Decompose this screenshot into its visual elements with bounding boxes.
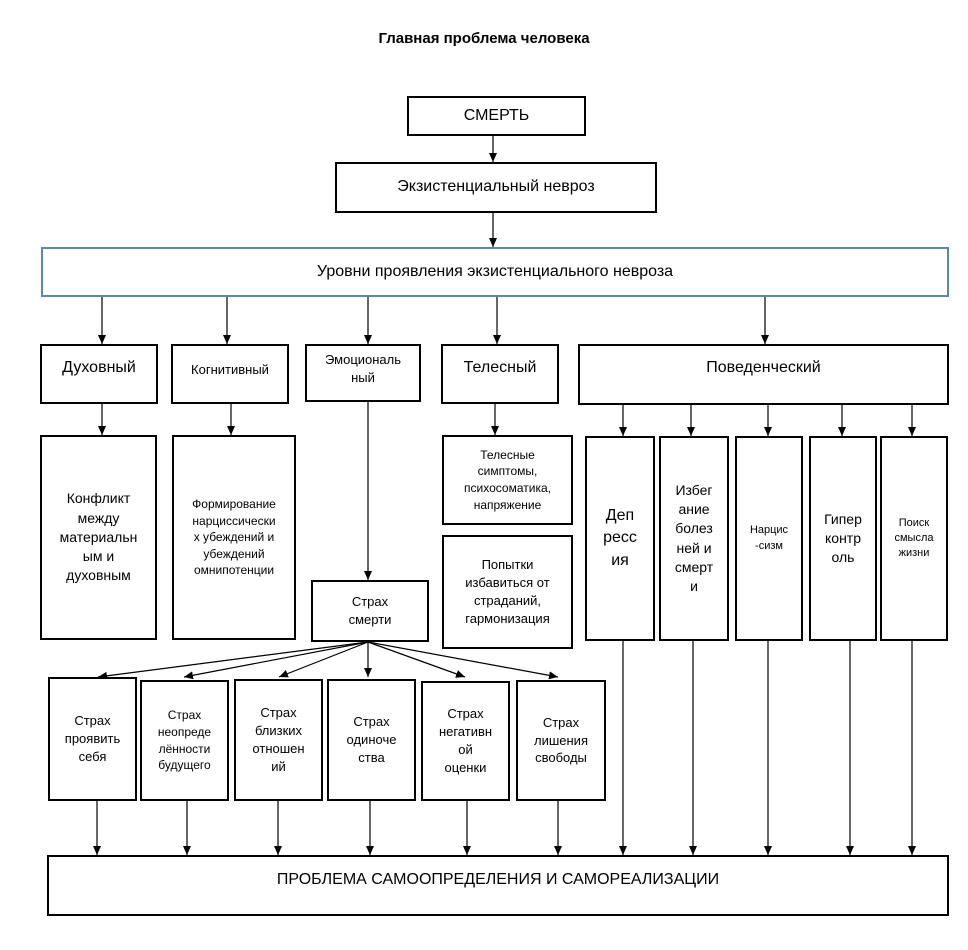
node-fear-freedom: Страх лишения свободы bbox=[516, 680, 606, 801]
node-fear-close: Страх близких отношен ий bbox=[234, 679, 323, 801]
node-behavioral: Поведенческий bbox=[578, 344, 949, 405]
node-attempts: Попытки избавиться от страданий, гармони… bbox=[442, 535, 573, 649]
edge-fear-death-future bbox=[183, 641, 369, 680]
diagram-title: Главная проблема человека bbox=[378, 30, 590, 47]
node-death: СМЕРТЬ bbox=[407, 96, 586, 136]
node-depression: Деп ресс ия bbox=[585, 436, 655, 641]
node-fear-neg: Страх негативн ой оценки bbox=[421, 681, 510, 801]
node-levels: Уровни проявления экзистенциального невр… bbox=[41, 247, 949, 297]
node-cognitive: Когнитивный bbox=[171, 344, 289, 404]
edge-fear-death-self bbox=[97, 641, 369, 680]
node-emotional: Эмоциональ ный bbox=[305, 344, 421, 402]
node-meaning: Поиск смысла жизни bbox=[880, 436, 948, 641]
node-fear-lonely: Страх одиноче ства bbox=[327, 679, 416, 801]
node-avoid: Избег ание болез ней и смерт и bbox=[659, 436, 729, 641]
node-neurosis: Экзистенциальный невроз bbox=[335, 162, 657, 213]
node-body-symptoms: Телесные симптомы, психосоматика, напряж… bbox=[442, 435, 573, 525]
node-fear-death: Страх смерти bbox=[311, 580, 429, 642]
edge-fear-death-close bbox=[278, 641, 369, 678]
node-narcissism: Нарцис -сизм bbox=[735, 436, 803, 641]
node-conflict: Конфликт между материальн ым и духовным bbox=[40, 435, 157, 640]
node-narc-beliefs: Формирование нарциссически х убеждений и… bbox=[172, 435, 296, 640]
node-hypercontrol: Гипер контр оль bbox=[809, 436, 877, 641]
node-bodily: Телесный bbox=[441, 344, 559, 404]
node-fear-future: Страх неопреде лённости будущего bbox=[140, 680, 229, 801]
edge-fear-death-neg bbox=[367, 641, 466, 678]
edge-fear-death-freedom bbox=[367, 641, 559, 680]
node-spiritual: Духовный bbox=[40, 344, 158, 404]
node-problem: ПРОБЛЕМА САМООПРЕДЕЛЕНИЯ И САМОРЕАЛИЗАЦИ… bbox=[47, 855, 949, 916]
node-fear-self: Страх проявить себя bbox=[48, 677, 137, 801]
